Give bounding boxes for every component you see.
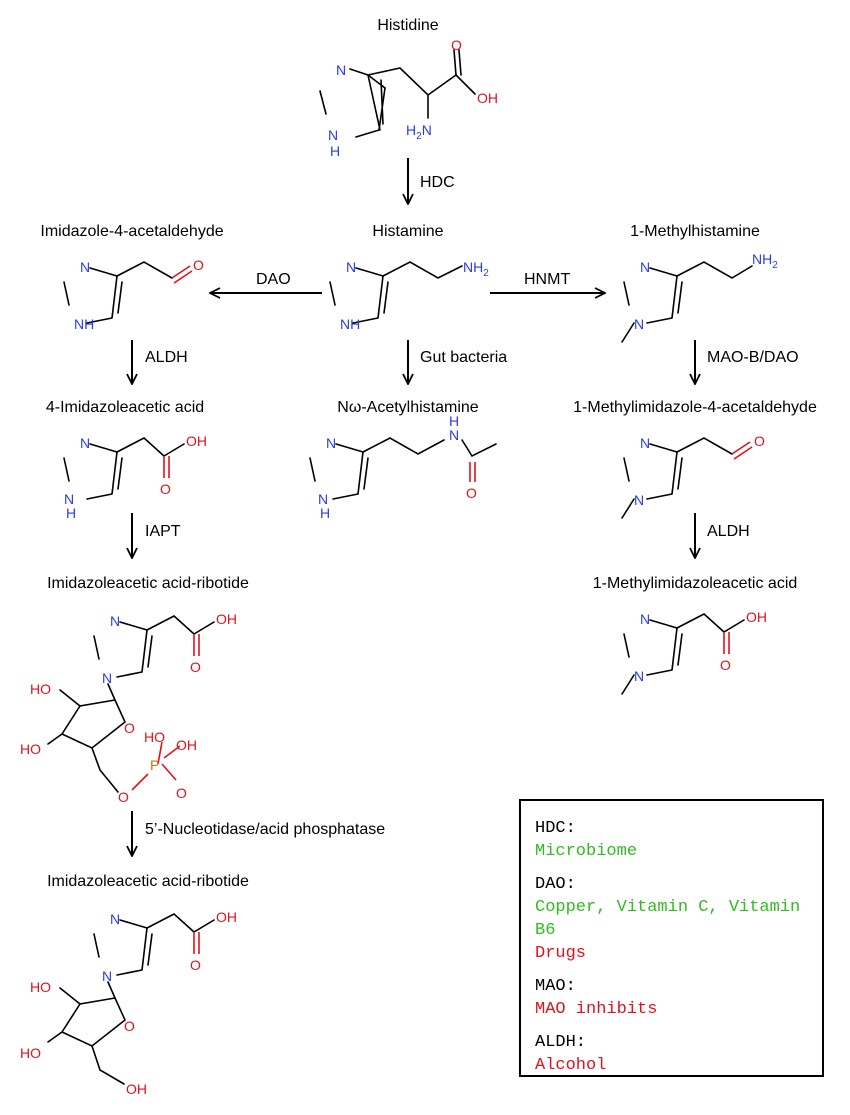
atom-iaa-h: H — [66, 505, 76, 521]
atom-acetyl-n3: N — [326, 435, 336, 451]
enzyme-label-dao: DAO — [256, 271, 291, 288]
atom-ribotide2-oh-end: OH — [126, 1081, 147, 1097]
atom-acetyl-o: O — [466, 485, 477, 501]
legend-head-hdc: HDC: — [535, 819, 576, 838]
legend-box: HDC: Microbiome DAO: Copper, Vitamin C, … — [519, 799, 824, 1077]
structure-1-methylhistamine: N N NH2 — [621, 251, 778, 343]
atom-miaa-oh: OH — [746, 609, 767, 625]
structure-1-methylimidazole-4-acetaldehyde: N N O — [621, 433, 765, 519]
enzyme-label-mao-b-dao: MAO-B/DAO — [707, 349, 799, 366]
atom-ribotide1-o-bridge: O — [118, 789, 129, 805]
atom-histidine-oh: OH — [477, 90, 498, 106]
structure-histidine: N N H O OH H2N — [319, 37, 498, 159]
atom-histamine-nh2: NH2 — [463, 259, 489, 279]
enzyme-label-aldh-left: ALDH — [145, 349, 188, 366]
structure-4-imidazoleacetic-acid: N N H OH O — [63, 433, 207, 521]
atom-acetyl-h: H — [320, 505, 330, 521]
atom-ribotide1-n3: N — [110, 613, 120, 629]
atom-ribotide2-ho-bottom: HO — [20, 1045, 41, 1061]
atom-iaa-n3: N — [80, 435, 90, 451]
atom-mia-n1: N — [634, 492, 644, 508]
atom-iaa-o: O — [160, 481, 171, 497]
legend-promoter-hdc: Microbiome — [535, 842, 638, 861]
compound-label-1-methylimidazoleacetic-acid: 1-Methylimidazoleacetic acid — [593, 575, 798, 592]
atom-ribotide1-o: O — [190, 659, 201, 675]
legend-promoter-dao: Copper, Vitamin C, Vitamin B6 — [535, 898, 801, 940]
compound-label-imidazoleacetic-acid-ribotide: Imidazoleacetic acid-ribotide — [47, 575, 249, 592]
atom-miaa-n3: N — [640, 611, 650, 627]
atom-ribotide2-ho-top: HO — [30, 979, 51, 995]
enzyme-label-aldh-right: ALDH — [707, 523, 750, 540]
enzyme-label-nucleotidase: 5’-Nucleotidase/acid phosphatase — [145, 821, 385, 838]
enzyme-label-iapt: IAPT — [145, 523, 181, 540]
legend-group-dao: DAO: Copper, Vitamin C, Vitamin B6 Drugs — [535, 873, 822, 965]
atom-ribotide1-ho-bottom: HO — [20, 741, 41, 757]
atom-histidine-o: O — [451, 37, 462, 53]
compound-label-imidazole-4-acetaldehyde: Imidazole-4-acetaldehyde — [40, 223, 223, 240]
atom-ribotide1-o-p: O — [176, 785, 187, 801]
atom-ribotide1-oh-p: OH — [176, 737, 197, 753]
compound-label-1-methylhistamine: 1-Methylhistamine — [630, 223, 760, 240]
atom-acetyl-n1: N — [318, 491, 328, 507]
atom-histidine-nh: N — [328, 127, 338, 143]
legend-inhibitor-mao: MAO inhibits — [535, 1000, 658, 1019]
structure-imidazoleacetic-acid-ribotide: N N OH O O HO HO O P HO OH O — [20, 611, 237, 805]
structure-imidazole-4-acetaldehyde: N NH O — [63, 257, 204, 332]
legend-group-hdc: HDC: Microbiome — [535, 817, 822, 863]
atom-acetaldehyde-n3: N — [80, 259, 90, 275]
atom-ribotide2-ring-o: O — [124, 1018, 135, 1034]
atom-methylhistamine-n1: N — [634, 316, 644, 332]
atom-histidine-h2n: H2N — [406, 122, 432, 142]
atom-ribotide2-oh: OH — [216, 909, 237, 925]
compound-label-imidazoleacetic-acid-ribotide-2: Imidazoleacetic acid-ribotide — [47, 873, 249, 890]
enzyme-label-hnmt: HNMT — [524, 271, 570, 288]
atom-histidine-n3: N — [336, 62, 346, 78]
atom-acetyl-amide-h: H — [449, 413, 459, 429]
legend-head-dao: DAO: — [535, 875, 576, 894]
legend-inhibitor-dao: Drugs — [535, 944, 587, 963]
atom-histidine-h: H — [330, 143, 340, 159]
compound-label-histidine: Histidine — [377, 17, 438, 34]
atom-histamine-n3: N — [346, 259, 356, 275]
structure-imidazoleacetic-acid-riboside: N N OH O O HO HO OH — [20, 909, 237, 1097]
compound-label-histamine: Histamine — [372, 223, 443, 240]
atom-histamine-nh: NH — [340, 316, 360, 332]
structure-1-methylimidazoleacetic-acid: N N OH O — [621, 609, 767, 695]
atom-acetaldehyde-o: O — [193, 257, 204, 273]
compound-label-n-acetylhistamine: Nω-Acetylhistamine — [337, 399, 479, 416]
compound-label-4-imidazoleacetic-acid: 4-Imidazoleacetic acid — [46, 399, 204, 416]
atom-ribotide1-ho-top: HO — [30, 681, 51, 697]
enzyme-label-hdc: HDC — [420, 174, 455, 191]
atom-miaa-o: O — [720, 657, 731, 673]
legend-head-mao: MAO: — [535, 977, 576, 996]
structure-histamine: N NH NH2 — [329, 259, 489, 332]
atom-ribotide1-n1: N — [102, 670, 112, 686]
atom-ribotide2-n1: N — [102, 968, 112, 984]
legend-group-aldh: ALDH: Alcohol — [535, 1031, 822, 1077]
legend-group-mao: MAO: MAO inhibits — [535, 975, 822, 1021]
atom-iaa-oh: OH — [186, 433, 207, 449]
atom-ribotide2-o: O — [190, 957, 201, 973]
atom-methylhistamine-nh2: NH2 — [752, 251, 778, 271]
atom-acetaldehyde-nh: NH — [74, 316, 94, 332]
atom-acetyl-amide-n: N — [449, 427, 459, 443]
atom-ribotide2-n3: N — [110, 911, 120, 927]
legend-inhibitor-aldh: Alcohol — [535, 1056, 607, 1075]
atom-mia-o: O — [754, 433, 765, 449]
atom-methylhistamine-n3: N — [640, 259, 650, 275]
atom-ribotide1-oh: OH — [216, 611, 237, 627]
atom-ribotide1-p: P — [150, 757, 159, 773]
compound-label-1-methylimidazole-4-acetaldehyde: 1-Methylimidazole-4-acetaldehyde — [573, 399, 817, 416]
atom-iaa-n1: N — [64, 491, 74, 507]
atom-mia-n3: N — [640, 435, 650, 451]
structure-n-acetylhistamine: N N H H N O — [309, 413, 497, 521]
atom-miaa-n1: N — [634, 668, 644, 684]
atom-ribotide1-ho-p: HO — [144, 729, 165, 745]
legend-head-aldh: ALDH: — [535, 1033, 587, 1052]
enzyme-label-gut-bacteria: Gut bacteria — [420, 349, 507, 366]
atom-ribotide1-ring-o: O — [124, 720, 135, 736]
